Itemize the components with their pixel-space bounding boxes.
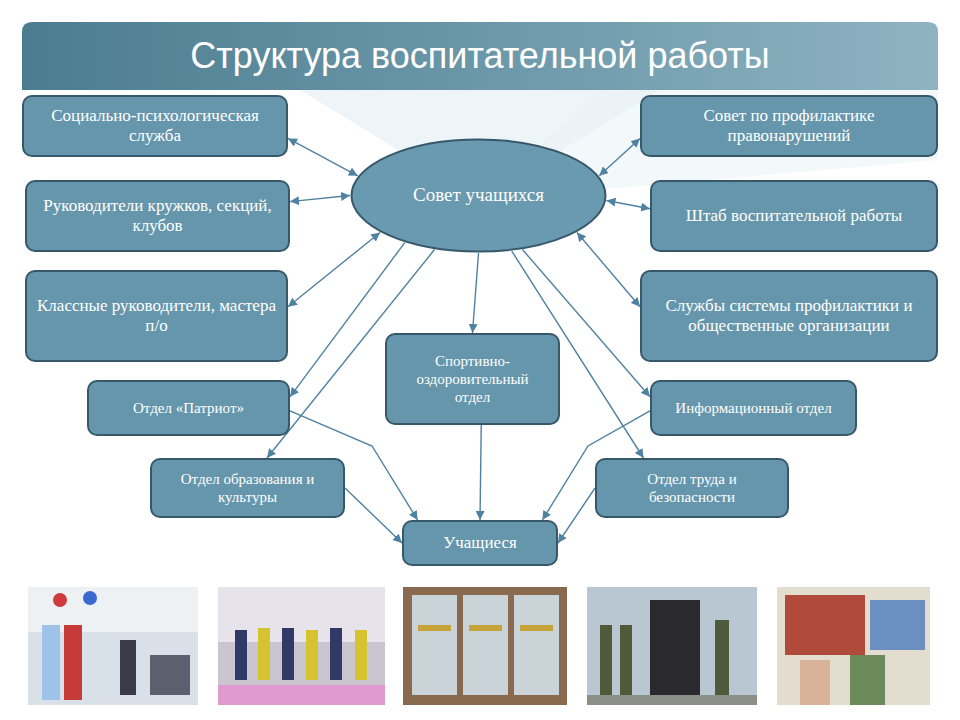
trophy-row [520, 625, 553, 631]
node-label: Спортивно-оздоровительный отдел [387, 348, 558, 410]
figure [42, 625, 60, 700]
display-case [412, 595, 457, 695]
node-label: Службы системы профилактики и общественн… [642, 292, 936, 341]
process-box: Штаб воспитательной работы [650, 180, 938, 252]
figure [355, 630, 367, 680]
node-label: Отдел труда и безопасности [597, 466, 787, 510]
figure [600, 625, 612, 695]
balloon [53, 593, 67, 607]
node-label: Отдел образования и культуры [152, 466, 343, 510]
node-label: Руководители кружков, секций, клубов [27, 192, 288, 241]
node-label: Совет по профилактике правонарушений [642, 102, 936, 151]
figure [235, 630, 247, 680]
figure [306, 630, 318, 680]
display-case [463, 595, 508, 695]
process-box: Учащиеся [402, 520, 558, 566]
bookshelf [785, 595, 865, 655]
ground [587, 695, 757, 705]
process-box: Службы системы профилактики и общественн… [640, 270, 938, 362]
figure [330, 628, 342, 680]
photo [777, 587, 930, 705]
bookshelf [870, 600, 925, 650]
connector-arrow [345, 488, 402, 543]
figure [64, 625, 82, 700]
process-box: Отдел образования и культуры [150, 458, 345, 518]
photo [403, 587, 567, 705]
process-box: Социально-психологическая служба [22, 95, 288, 157]
connector-arrow [288, 138, 358, 175]
figure [282, 628, 294, 680]
photo [28, 587, 198, 705]
figure [715, 620, 729, 695]
connector-arrow [558, 488, 595, 543]
node-label: Учащиеся [404, 529, 556, 557]
node-label: Штаб воспитательной работы [652, 202, 936, 230]
figure [150, 655, 190, 695]
node-label: Социально-психологическая служба [24, 102, 286, 151]
process-box: Руководители кружков, секций, клубов [25, 180, 290, 252]
process-box: Информационный отдел [650, 380, 857, 436]
figure [800, 660, 830, 705]
figure [120, 640, 136, 695]
process-box: Отдел «Патриот» [87, 380, 290, 436]
photo-strip [28, 587, 930, 705]
figure [620, 625, 632, 695]
node-label: Информационный отдел [652, 395, 855, 421]
balloons [218, 685, 385, 705]
monument [650, 600, 700, 695]
display-case [514, 595, 559, 695]
connector-arrow [607, 201, 650, 209]
connector-arrow [473, 253, 479, 333]
figure [850, 655, 885, 705]
process-box: Классные руководители, мастера п/о [25, 270, 288, 362]
connector-arrow [577, 232, 640, 306]
connector-arrow [480, 425, 481, 520]
node-label: Отдел «Патриот» [89, 395, 288, 421]
process-box: Спортивно-оздоровительный отдел [385, 333, 560, 425]
process-box: Отдел труда и безопасности [595, 458, 789, 518]
diagram-title: Структура воспитательной работы [22, 22, 938, 90]
node-label: Классные руководители, мастера п/о [27, 292, 286, 341]
figure [258, 628, 270, 680]
connector-arrow [599, 138, 640, 175]
title-band [22, 22, 938, 90]
trophy-row [418, 625, 451, 631]
trophy-row [469, 625, 502, 631]
node-label: Совет учащихся [350, 180, 607, 211]
connector-arrow [290, 196, 350, 202]
process-box: Совет по профилактике правонарушений [640, 95, 938, 157]
connector-arrow [288, 232, 380, 306]
photo [218, 587, 385, 705]
balloon [83, 591, 97, 605]
photo [587, 587, 757, 705]
council-ellipse: Совет учащихся [350, 138, 607, 253]
